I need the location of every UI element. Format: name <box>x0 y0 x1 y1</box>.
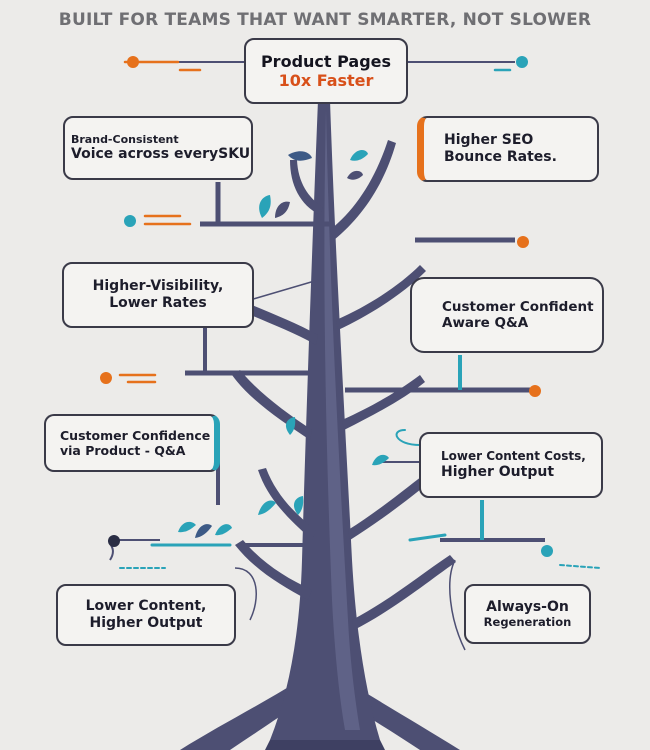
node-lower-content-line1: Lower Content, <box>85 598 207 615</box>
headline: BUILT FOR TEAMS THAT WANT SMARTER, NOT S… <box>58 10 592 30</box>
node-lower-content-costs: Lower Content Costs, Higher Output <box>419 432 603 498</box>
top-node: Product Pages 10x Faster <box>244 38 408 104</box>
tree-trunk <box>180 100 460 750</box>
node-always-on: Always-On Regeneration <box>464 584 591 644</box>
node-customer-confidence-line2: via Product - Q&A <box>60 443 186 458</box>
node-always-on-line2: Regeneration <box>483 614 572 629</box>
node-higher-seo-line1: Higher SEO <box>444 132 534 149</box>
node-lower-content: Lower Content, Higher Output <box>56 584 236 646</box>
leaves <box>178 150 389 538</box>
top-node-line2: 10x Faster <box>278 71 374 90</box>
node-lower-content-costs-line1: Lower Content Costs, <box>441 449 586 464</box>
node-higher-seo: Higher SEO Bounce Rates. <box>417 116 599 182</box>
node-higher-seo-line2: Bounce Rates. <box>444 149 557 165</box>
node-higher-visibility-line1: Higher-Visibility, <box>92 278 224 295</box>
node-customer-confidence: Customer Confidence via Product - Q&A <box>44 414 220 472</box>
node-lower-content-costs-line2: Higher Output <box>441 463 555 480</box>
node-customer-confidence-line1: Customer Confidence <box>60 428 211 443</box>
top-node-line1: Product Pages <box>260 51 392 71</box>
node-brand-consistent-line1: Brand-Consistent <box>71 133 179 146</box>
node-customer-confident-line1: Customer Confident <box>442 298 594 315</box>
node-customer-confident-line2: Aware Q&A <box>442 315 529 331</box>
node-lower-content-line2: Higher Output <box>89 615 203 631</box>
node-always-on-line1: Always-On <box>486 598 569 615</box>
connector-dots <box>100 56 553 557</box>
node-brand-consistent: Brand-Consistent Voice across everySKU <box>63 116 253 180</box>
node-brand-consistent-line2: Voice across everySKU <box>71 146 251 163</box>
node-higher-visibility: Higher-Visibility, Lower Rates <box>62 262 254 328</box>
node-higher-visibility-line2: Lower Rates <box>109 295 207 311</box>
node-customer-confident: Customer Confident Aware Q&A <box>410 277 604 353</box>
accent-strokes <box>118 60 601 569</box>
